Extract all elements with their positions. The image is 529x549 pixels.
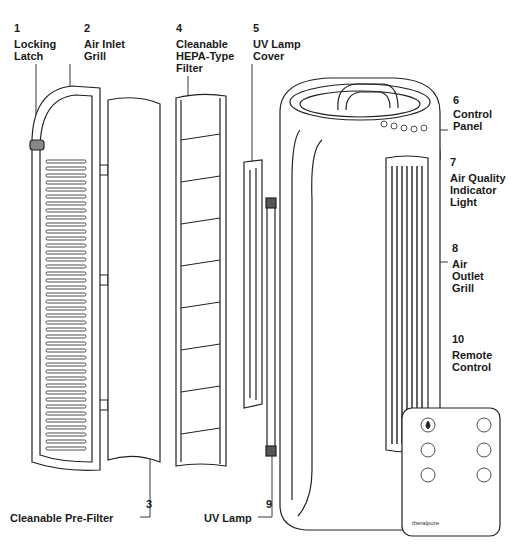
- callout-number: 6: [453, 94, 493, 106]
- part-name: Cleanable HEPA-Type Filter: [176, 38, 248, 74]
- uv-cover: [244, 160, 262, 408]
- part-name: Cleanable Pre-Filter: [10, 512, 150, 524]
- callout-number: 10: [452, 333, 492, 345]
- callout-number: 3: [146, 498, 176, 510]
- brand-logo: theralpure: [412, 520, 472, 527]
- callout-number: 4: [176, 22, 216, 34]
- part-name: Remote Control: [452, 349, 512, 373]
- part-name: UV Lamp Cover: [253, 38, 313, 62]
- uv-lamp: [266, 198, 276, 456]
- hepa-filter: [176, 94, 226, 466]
- part-name: Air Outlet Grill: [452, 258, 502, 294]
- inlet-grill: [30, 86, 108, 470]
- remote-control: [402, 408, 500, 536]
- part-name: Air Inlet Grill: [84, 38, 142, 62]
- callout-number: 2: [84, 22, 124, 34]
- pre-filter: [108, 98, 160, 462]
- part-name: Control Panel: [453, 108, 513, 132]
- callout-number: 5: [253, 22, 293, 34]
- callout-number: 7: [450, 156, 490, 168]
- part-name: UV Lamp: [204, 512, 264, 524]
- part-name: Air Quality Indicator Light: [450, 172, 512, 208]
- callout-number: 1: [14, 22, 54, 34]
- callout-number: 9: [266, 498, 296, 510]
- part-name: Locking Latch: [14, 38, 66, 62]
- callout-number: 8: [452, 242, 492, 254]
